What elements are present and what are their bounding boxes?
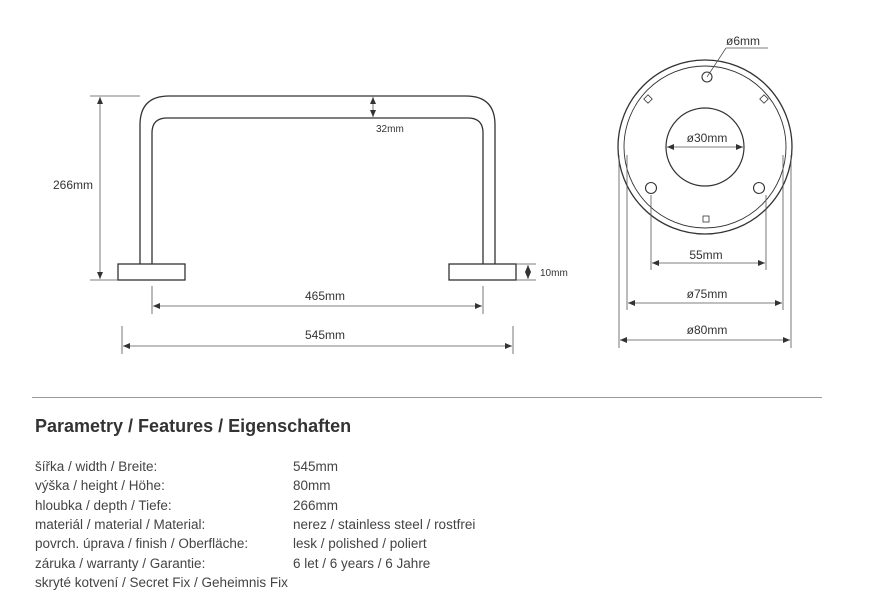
pin-marker-left (643, 94, 653, 104)
spec-label: záruka / warranty / Garantie: (35, 555, 206, 571)
total-width-dimension-label: 545mm (305, 328, 345, 342)
hole-spacing-label: 55mm (689, 248, 722, 262)
center-hole-diameter-label: ø30mm (687, 131, 728, 145)
handle-tube-inner (151, 117, 484, 264)
right-screw-hole (752, 181, 766, 195)
spec-label: materiál / material / Material: (35, 517, 206, 533)
spec-value: 266mm (293, 497, 339, 513)
right-mounting-plate (448, 263, 517, 281)
technical-drawing: 266mm 32mm 10mm 465mm 545mm ø6mm ø30m (53, 34, 793, 354)
spec-row-height: výška / height / Höhe: 80mm (35, 476, 475, 495)
center-hole (665, 107, 745, 187)
inner-diameter-label: ø75mm (687, 287, 728, 301)
spec-value: 80mm (293, 478, 331, 494)
spec-value: nerez / stainless steel / rostfrei (293, 517, 476, 533)
spec-row-warranty: záruka / warranty / Garantie: 6 let / 6 … (35, 553, 475, 572)
spec-label: skryté kotvení / Secret Fix / Geheimnis … (35, 574, 288, 590)
spec-row-secret-fix: skryté kotvení / Secret Fix / Geheimnis … (35, 573, 475, 592)
features-table: šířka / width / Breite: 545mm výška / he… (35, 457, 475, 592)
spec-row-material: materiál / material / Material: nerez / … (35, 515, 475, 534)
left-mounting-plate (117, 263, 186, 281)
handle-tube-outer (139, 95, 496, 264)
spec-row-width: šířka / width / Breite: 545mm (35, 457, 475, 476)
depth-dimension-label: 266mm (53, 178, 93, 192)
spec-label: výška / height / Höhe: (35, 478, 165, 494)
spec-value: lesk / polished / poliert (293, 536, 427, 552)
inner-rosette-circle (623, 65, 787, 229)
left-screw-hole (644, 181, 658, 195)
spec-value: 6 let / 6 years / 6 Jahre (293, 555, 431, 571)
plate-dimension-label: 10mm (540, 268, 568, 279)
spec-label: povrch. úprava / finish / Oberfläche: (35, 536, 249, 552)
spec-label: šířka / width / Breite: (35, 459, 158, 475)
spec-row-depth: hloubka / depth / Tiefe: 266mm (35, 496, 475, 515)
pin-marker-right (759, 94, 769, 104)
screw-hole-diameter-label: ø6mm (726, 34, 760, 48)
spec-row-finish: povrch. úprava / finish / Oberfläche: le… (35, 534, 475, 553)
inner-width-dimension-label: 465mm (305, 289, 345, 303)
outer-diameter-label: ø80mm (687, 323, 728, 337)
top-screw-hole (701, 71, 713, 83)
features-heading: Parametry / Features / Eigenschaften (35, 416, 352, 436)
tube-dimension-label: 32mm (376, 124, 404, 135)
spec-value: 545mm (293, 459, 339, 475)
top-view (617, 59, 793, 235)
side-view (117, 95, 517, 281)
outer-rosette-circle (617, 59, 793, 235)
spec-label: hloubka / depth / Tiefe: (35, 497, 172, 513)
section-divider (32, 397, 822, 398)
pin-marker-bottom (702, 215, 710, 223)
